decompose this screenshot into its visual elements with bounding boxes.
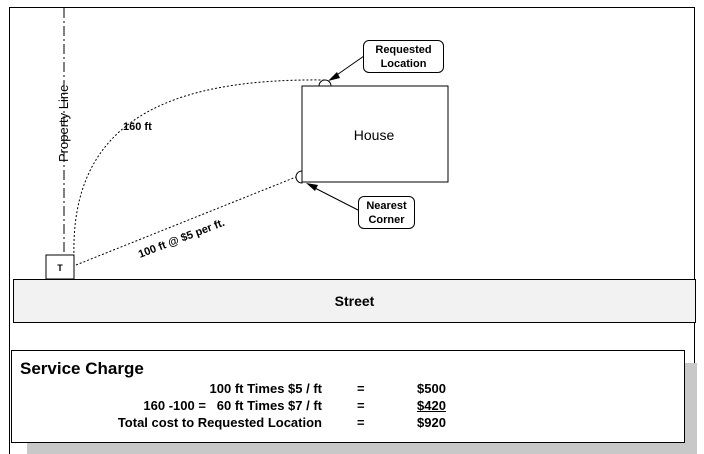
nearest-arrow (310, 185, 359, 211)
service-charge-title: Service Charge (20, 359, 144, 378)
charge-row-equals: = (357, 415, 365, 430)
street-label: Street (334, 293, 375, 309)
route-nearest-straight (75, 176, 297, 266)
charge-row-equals: = (357, 398, 365, 413)
transformer-box (45, 254, 75, 280)
distance-label-curve: 160 ft (123, 121, 152, 133)
charge-row-amount: $500 (417, 381, 446, 396)
callout-requested-location: Requested Location (363, 40, 444, 73)
diagram-frame (9, 7, 695, 454)
callout-nearest-text: Nearest Corner (366, 200, 407, 226)
charge-row-description: Total cost to Requested Location (117, 415, 322, 430)
nearest-meter-icon (295, 170, 303, 184)
street: Street (13, 279, 696, 323)
house (301, 85, 449, 183)
callout-nearest-corner: Nearest Corner (358, 196, 415, 229)
charge-row-description: 160 -100 = 60 ft Times $7 / ft (143, 398, 322, 413)
charge-row-equals: = (357, 381, 365, 396)
charge-row-description: 100 ft Times $5 / ft (209, 381, 322, 396)
requested-meter-icon (318, 79, 332, 87)
house-label: House (354, 127, 395, 143)
service-charge-box: Service Charge 100 ft Times $5 / ft = $5… (11, 350, 685, 443)
transformer-label: T (57, 263, 63, 273)
callout-requested-text: Requested Location (375, 44, 432, 70)
distance-label-straight: 100 ft @ $5 per ft. (137, 217, 227, 261)
charge-row-amount: $420 (417, 398, 446, 413)
nearest-arrowhead (306, 183, 318, 191)
requested-arrowhead (328, 72, 340, 81)
property-line-label: Property Line (56, 85, 71, 162)
charge-row-amount: $920 (417, 415, 446, 430)
